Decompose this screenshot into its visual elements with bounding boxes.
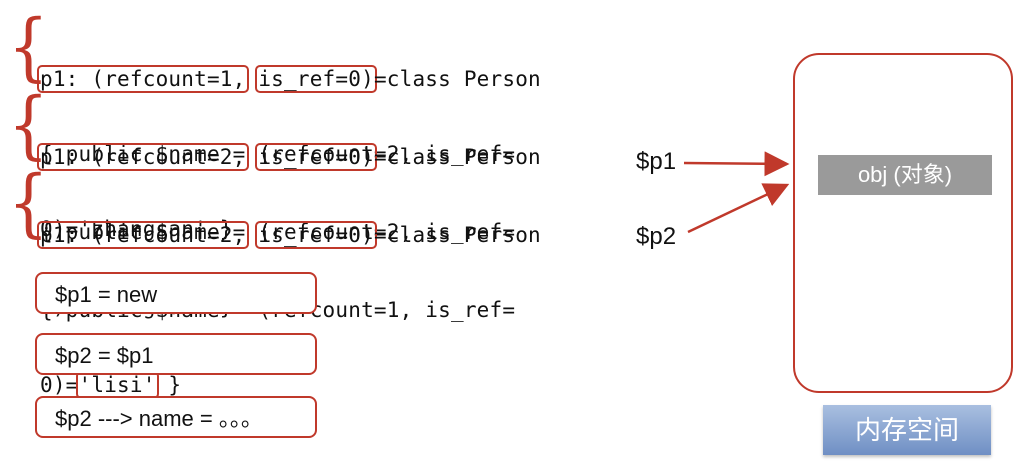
code-block-1: p1: (refcount=1, is_ref=0)=class Person … (37, 17, 541, 267)
object-box: obj (对象) (818, 155, 992, 195)
brace-block-1: { (8, 5, 49, 91)
var-p1-label: $p1 (636, 148, 677, 175)
code-text: =class Person (373, 145, 541, 169)
code-text: =class Person (373, 67, 541, 91)
statement-modify: $p2 ---> name = 。。。 (35, 396, 317, 438)
var-p2-label: $p2 (636, 223, 677, 250)
value-highlight: 'lisi' (75, 371, 159, 399)
statement-assign: $p2 = $p1 (35, 333, 317, 375)
refcount-highlight: p1: (refcount=1, (37, 65, 249, 93)
memory-space (793, 53, 1013, 393)
arrow-p1 (683, 151, 790, 177)
brace-block-3: { (8, 161, 49, 247)
code-line: { public $name = (refcount=2, is_ref= (40, 220, 516, 244)
code-text: =class Person (373, 223, 541, 247)
code-line: { public $name = (refcount=2, is_ref= (40, 142, 516, 166)
code-line: p1: (refcount=1, is_ref=0)=class Person (37, 65, 541, 93)
memory-caption: 内存空间 (823, 405, 991, 455)
isref-highlight: is_ref=0) (255, 143, 377, 171)
code-line: p1: (refcount=2, is_ref=0)=class Person (37, 221, 541, 249)
code-line: p1: (refcount=2, is_ref=0)=class Person (37, 143, 541, 171)
refcount-highlight: p1: (refcount=2, (37, 143, 249, 171)
isref-highlight: is_ref=0) (255, 221, 377, 249)
code-line: 0)='lisi' } (40, 371, 541, 399)
brace-block-2: { (8, 83, 49, 169)
code-text: } (155, 373, 182, 397)
code-text: 0)= (40, 373, 79, 397)
code-line: 0)='zhangsan' } (40, 217, 233, 241)
arrow-p2 (687, 183, 790, 234)
statement-new: $p1 = new (35, 272, 317, 314)
isref-highlight: is_ref=0) (255, 65, 377, 93)
refcount-highlight: p1: (refcount=2, (37, 221, 249, 249)
